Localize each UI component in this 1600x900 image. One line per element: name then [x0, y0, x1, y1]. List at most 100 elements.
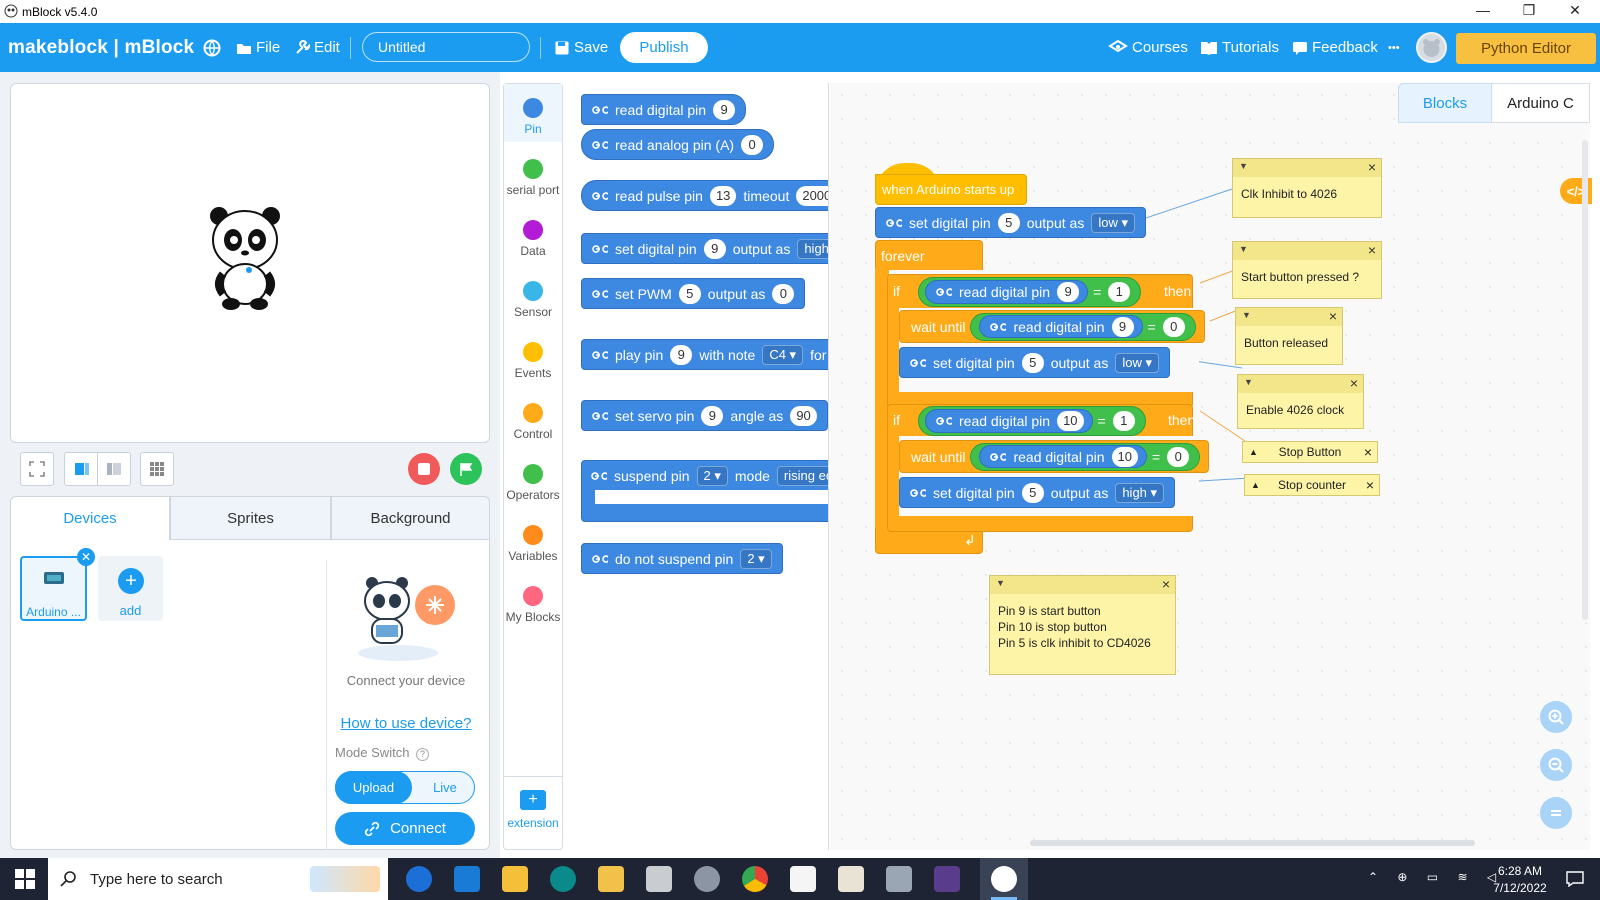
angle-value[interactable]: 90	[790, 405, 817, 426]
note-close-icon[interactable]: ×	[1161, 576, 1170, 592]
clock-date[interactable]: 7/12/2022	[1493, 881, 1547, 895]
arduino-ide-icon[interactable]	[550, 866, 576, 892]
zoom-in-button[interactable]	[1540, 701, 1572, 733]
category-data[interactable]: Data	[503, 220, 563, 258]
compare-value[interactable]: 0	[1162, 316, 1185, 337]
collapse-arrow-icon[interactable]: ▼	[1239, 161, 1248, 171]
python-editor-button[interactable]: Python Editor	[1456, 33, 1596, 64]
collapse-arrow-icon[interactable]: ▼	[1239, 244, 1248, 254]
extension-button[interactable]: + extension	[503, 790, 563, 830]
category-operators[interactable]: Operators	[503, 464, 563, 502]
category-events[interactable]: Events	[503, 342, 563, 380]
tab-devices[interactable]: Devices	[10, 496, 170, 540]
close-window-button[interactable]: ✕	[1569, 2, 1581, 18]
pin-value[interactable]: 9	[703, 238, 726, 259]
pin-value[interactable]: 9	[713, 99, 736, 120]
edit-menu[interactable]: Edit	[294, 23, 340, 72]
tab-background[interactable]: Background	[331, 496, 490, 540]
device-card-arduino[interactable]: Arduino ...	[20, 556, 87, 621]
pin-dropdown[interactable]: 2 ▾	[696, 465, 728, 486]
comment-note-stop-counter-collapsed[interactable]: ▲ Stop counter ×	[1244, 474, 1380, 496]
collapse-arrow-icon[interactable]: ▼	[1244, 377, 1253, 387]
file-explorer-icon[interactable]	[598, 866, 624, 892]
panda-sprite[interactable]	[209, 204, 283, 312]
note-close-icon[interactable]: ×	[1349, 375, 1358, 391]
chrome-icon[interactable]	[742, 866, 768, 892]
remove-device-button[interactable]: ✕	[77, 548, 95, 566]
project-title-input[interactable]	[362, 32, 530, 62]
pin-value[interactable]: 5	[1021, 352, 1044, 373]
pin-value[interactable]: 5	[1021, 482, 1044, 503]
tab-blocks[interactable]: Blocks	[1398, 83, 1492, 123]
pin-value[interactable]: 13	[709, 185, 737, 206]
file-manager-icon[interactable]	[502, 866, 528, 892]
comment-note-clk-inhibit[interactable]: ▼ × Clk Inhibit to 4026	[1232, 158, 1382, 218]
windows-start-icon[interactable]	[15, 869, 35, 889]
pin-value[interactable]: 10	[1111, 446, 1138, 467]
clock-time[interactable]: 6:28 AM	[1497, 864, 1543, 878]
note-text[interactable]: Stop Button	[1278, 445, 1342, 459]
pdf-editor-icon[interactable]	[790, 866, 816, 892]
pin-value[interactable]: 9	[1111, 316, 1134, 337]
language-globe-icon[interactable]	[202, 23, 226, 72]
mail-icon[interactable]	[454, 866, 480, 892]
output-dropdown[interactable]: high	[797, 238, 828, 259]
note-dropdown[interactable]: C4 ▾	[762, 344, 804, 365]
when-arduino-starts-up-block[interactable]: when Arduino starts up	[875, 174, 1027, 205]
compare-value[interactable]: 0	[1167, 446, 1190, 467]
system-tool-icon[interactable]	[886, 866, 912, 892]
comment-note-pin-summary[interactable]: ▼× Pin 9 is start button Pin 10 is stop …	[989, 575, 1176, 675]
note-text[interactable]: Stop counter	[1277, 478, 1347, 492]
media-player-icon[interactable]	[838, 866, 864, 892]
user-avatar[interactable]	[1416, 32, 1447, 63]
collapse-arrow-icon[interactable]: ▼	[1242, 310, 1251, 320]
note-close-icon[interactable]: ×	[1328, 308, 1337, 324]
file-menu[interactable]: File	[236, 23, 280, 72]
tutorials-link[interactable]: Tutorials	[1200, 23, 1279, 72]
pin-value[interactable]: 0	[741, 134, 764, 155]
minimize-button[interactable]: —	[1476, 2, 1490, 18]
note-close-icon[interactable]: ×	[1367, 242, 1376, 258]
green-flag-button[interactable]	[450, 453, 482, 485]
pin-value[interactable]: 9	[701, 405, 724, 426]
timeout-value[interactable]: 2000	[796, 185, 828, 206]
tab-arduino-c[interactable]: Arduino C	[1492, 83, 1590, 123]
small-stage-button[interactable]	[97, 452, 131, 486]
note-close-icon[interactable]: ×	[1365, 477, 1374, 493]
comment-note-start-button[interactable]: ▼ × Start button pressed ?	[1232, 241, 1382, 299]
expand-arrow-icon[interactable]: ▲	[1249, 447, 1258, 457]
taskbar-search-box[interactable]: Type here to search	[48, 858, 388, 900]
pwm-value[interactable]: 0	[772, 283, 795, 304]
feedback-link[interactable]: Feedback	[1292, 23, 1378, 72]
publish-button[interactable]: Publish	[620, 32, 708, 63]
system-tray-icons[interactable]: ⌃ ⊕ ▭ ≋ ◁	[1368, 870, 1505, 884]
output-dropdown[interactable]: high ▾	[1115, 482, 1165, 503]
collapse-arrow-icon[interactable]: ▼	[996, 578, 1005, 588]
comment-note-button-released[interactable]: ▼× Button released	[1235, 307, 1343, 365]
note-close-icon[interactable]: ×	[1367, 159, 1376, 175]
mblock-taskbar-icon[interactable]	[991, 866, 1017, 892]
more-menu[interactable]: •••	[1388, 41, 1400, 54]
stop-button[interactable]	[408, 453, 440, 485]
connect-button[interactable]: Connect	[335, 812, 475, 845]
note-text[interactable]: Start button pressed ?	[1241, 270, 1360, 284]
upload-mode-button[interactable]: Upload	[335, 771, 412, 804]
courses-link[interactable]: Courses	[1108, 23, 1188, 72]
palette-read-analog-pin[interactable]: read analog pin (A)0	[581, 129, 775, 160]
comment-note-enable-clock[interactable]: ▼× Enable 4026 clock	[1237, 374, 1364, 429]
note-text[interactable]: Clk Inhibit to 4026	[1241, 187, 1338, 201]
